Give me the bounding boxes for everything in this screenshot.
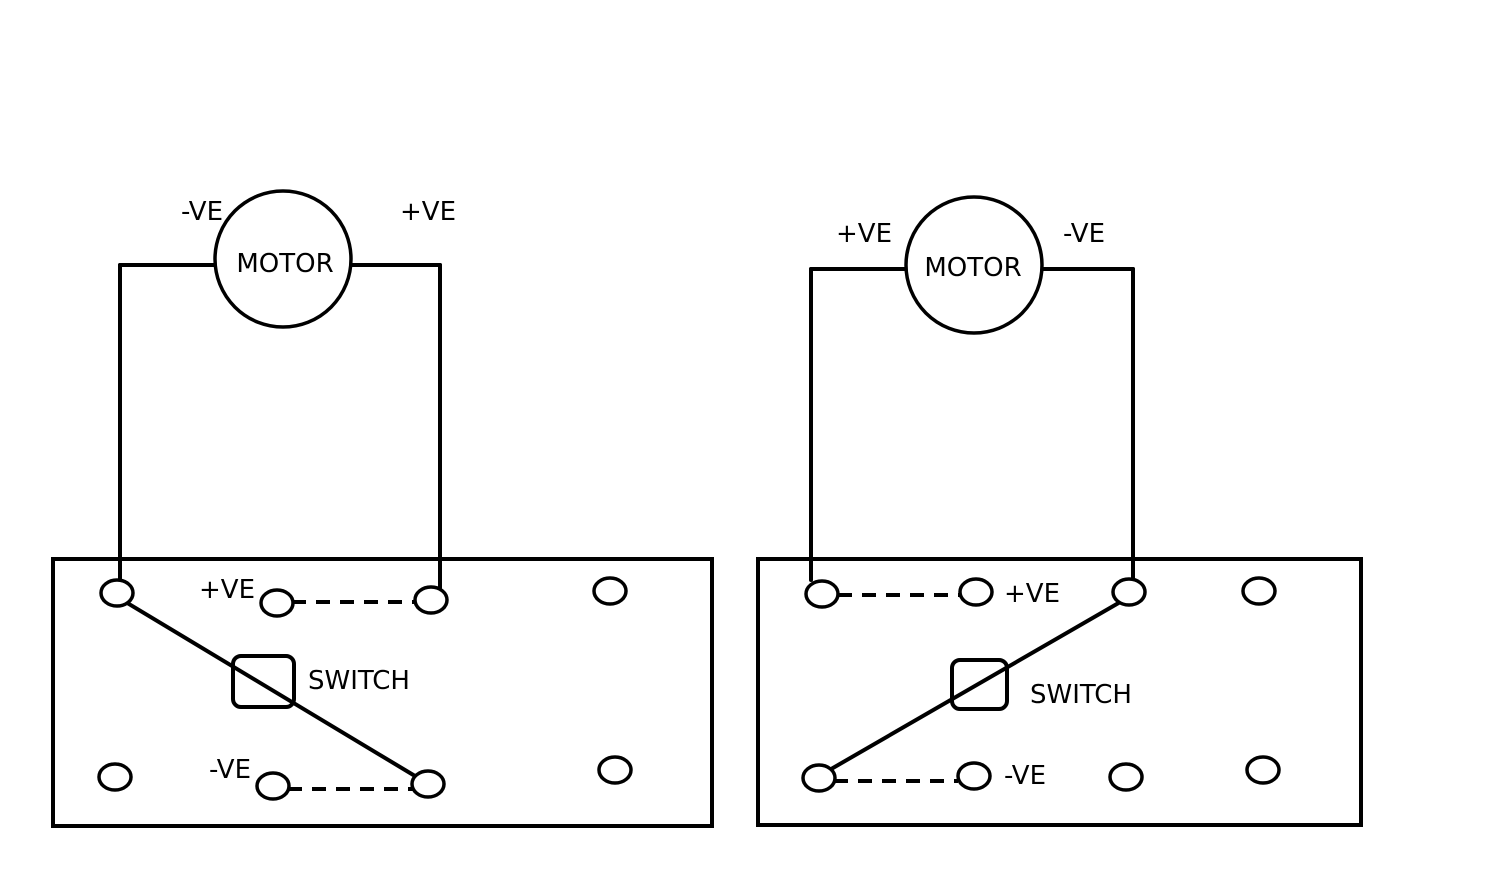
terminal-right-4 — [1241, 576, 1277, 606]
terminal-left-7 — [410, 769, 446, 799]
diagonal-link-right — [824, 599, 1124, 774]
switch-right-pos-label: +VE — [1004, 579, 1060, 609]
terminal-right-2 — [958, 577, 994, 607]
diagram-left: MOTOR -VE +VE SWITCH +VE -VE — [51, 189, 714, 828]
terminal-left-1 — [99, 578, 135, 608]
switch-actuator-right — [950, 658, 1009, 711]
terminal-right-8 — [1245, 755, 1281, 785]
motor-right-label: MOTOR — [924, 253, 1021, 283]
diagonal-link-left — [122, 599, 422, 781]
switch-left-pos-label: +VE — [199, 575, 255, 605]
motor-left-neg-label: -VE — [181, 197, 223, 227]
terminal-left-5 — [97, 762, 133, 792]
terminal-right-7 — [1108, 762, 1144, 792]
motor-left-pos-label: +VE — [400, 197, 456, 227]
motor-left — [213, 189, 353, 329]
switch-body-right — [756, 557, 1363, 827]
switch-left-label: SWITCH — [308, 666, 410, 696]
terminal-right-6 — [956, 761, 992, 791]
switch-actuator-left — [231, 654, 296, 709]
terminal-left-6 — [255, 771, 291, 801]
terminal-left-8 — [597, 755, 633, 785]
motor-right — [904, 195, 1044, 335]
terminal-left-3 — [413, 585, 449, 615]
terminal-right-1 — [804, 579, 840, 609]
motor-left-label: MOTOR — [236, 249, 333, 279]
terminal-left-4 — [592, 576, 628, 606]
motor-right-pos-label: +VE — [836, 219, 892, 249]
terminal-left-2 — [259, 588, 295, 618]
motor-right-neg-label: -VE — [1063, 219, 1105, 249]
switch-right-label: SWITCH — [1030, 680, 1132, 710]
switch-body-left — [51, 557, 714, 828]
switch-left-neg-label: -VE — [209, 755, 251, 785]
switch-right-neg-label: -VE — [1004, 761, 1046, 791]
terminal-right-5 — [801, 763, 837, 793]
terminal-right-3 — [1111, 577, 1147, 607]
diagram-right: MOTOR +VE -VE SWITCH +VE -VE — [756, 195, 1363, 827]
